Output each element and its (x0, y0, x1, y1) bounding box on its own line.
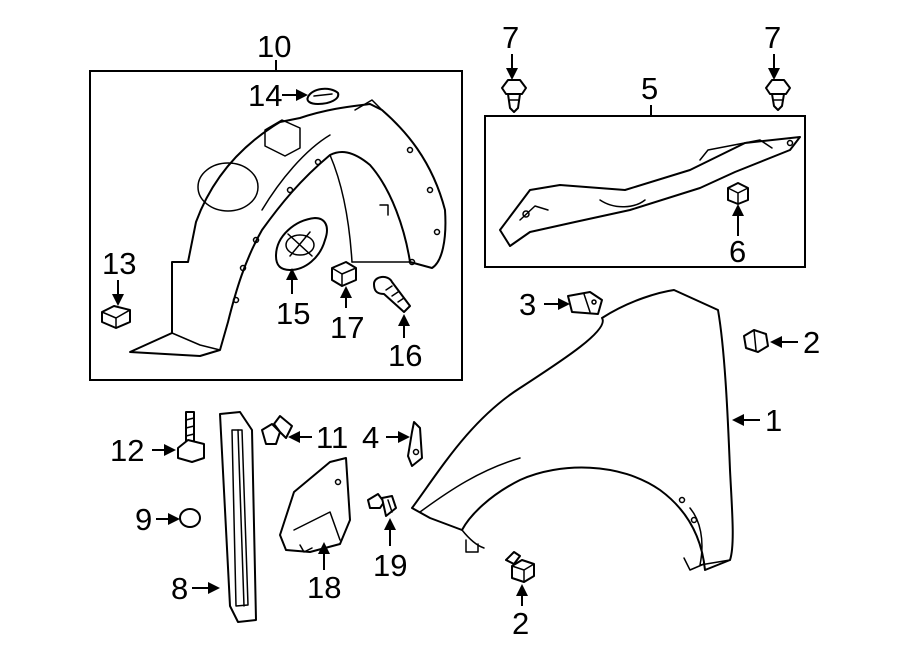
bolt-part-2-right[interactable] (743, 329, 769, 353)
callout-1: 1 (765, 403, 782, 438)
bracket-part-4[interactable] (407, 421, 423, 467)
push-pin-part-11[interactable] (261, 415, 293, 445)
callout-7-left: 7 (502, 20, 519, 55)
callout-14: 14 (248, 78, 282, 113)
leader-arrows (112, 54, 798, 606)
callout-11: 11 (316, 420, 348, 455)
push-pin-part-19[interactable] (367, 493, 397, 517)
callout-16: 16 (388, 338, 422, 373)
callout-3: 3 (519, 287, 536, 322)
callout-2-lower: 2 (512, 606, 529, 641)
callout-9: 9 (135, 502, 152, 537)
callout-10: 10 (257, 29, 291, 64)
fender-part-1[interactable] (411, 289, 734, 571)
callout-7-right: 7 (764, 20, 781, 55)
callout-17: 17 (330, 310, 364, 345)
callout-6: 6 (729, 234, 746, 269)
callout-2-right: 2 (803, 325, 820, 360)
callout-12: 12 (110, 433, 144, 468)
plug-part-9[interactable] (179, 508, 201, 528)
callout-4: 4 (362, 420, 379, 455)
upper-rail-bracket[interactable] (499, 136, 801, 247)
clip-part-13[interactable] (101, 305, 131, 329)
callout-15: 15 (276, 296, 310, 331)
fender-liner[interactable] (129, 99, 447, 357)
brace-part-15[interactable] (275, 217, 328, 271)
plug-part-14[interactable] (306, 87, 340, 105)
clip-part-6[interactable] (727, 182, 749, 205)
bolt-part-12[interactable] (177, 411, 205, 463)
bracket-part-3[interactable] (567, 291, 603, 315)
callout-13: 13 (102, 246, 136, 281)
rail-group-frame (484, 115, 806, 268)
callout-8: 8 (171, 571, 188, 606)
callout-5: 5 (641, 71, 658, 106)
push-pin-part-7b[interactable] (765, 79, 791, 111)
seal-part-8[interactable] (219, 411, 257, 623)
bolt-part-2-lower[interactable] (505, 551, 535, 583)
push-pin-part-7a[interactable] (501, 79, 527, 113)
screw-part-16[interactable] (373, 276, 411, 313)
splash-shield-part-18[interactable] (279, 457, 351, 553)
callout-18: 18 (307, 570, 341, 605)
nut-part-17[interactable] (331, 261, 357, 287)
callout-19: 19 (373, 548, 407, 583)
